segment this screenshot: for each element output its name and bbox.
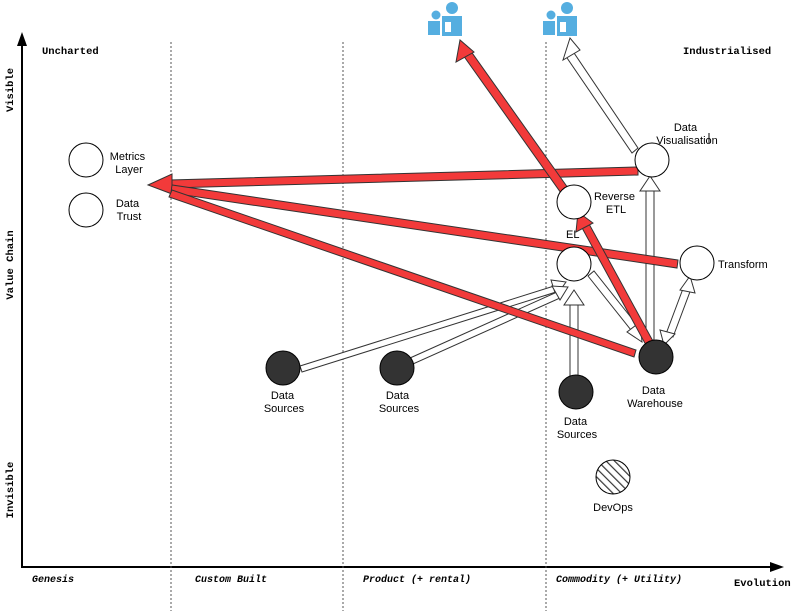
red-arrow-warehouse-to-metrics [168,189,637,358]
data-sources-3-node [558,374,594,410]
stage-product: Product (+ rental) [363,574,471,586]
y-axis-title: Value Chain [5,230,17,299]
arrow-ds3-to-el-head [563,289,585,306]
axes [17,32,784,572]
data-warehouse-label: Data Warehouse [627,385,683,410]
el-label: EL [566,229,579,241]
data-trust-label: Data Trust [116,198,142,223]
industrialised-label: Industrialised [683,46,771,58]
reverse-etl-node [556,184,592,220]
metrics-layer-label: Metrics Layer [110,151,149,176]
data-sources-2-node [379,350,415,386]
devops-label: DevOps [593,502,633,514]
transform-label: Transform [718,259,768,271]
red-arrow-datavis-to-metrics-head [146,173,173,195]
component-labels: Metrics Layer Data Trust Data Visualisat… [110,122,768,514]
user-group-icon [428,2,462,36]
data-sources-1-label: Data Sources [264,390,305,415]
x-axis-arrowhead [770,562,784,572]
arrow-ds1-to-el [299,285,557,373]
arrow-ds2-to-el-head [551,285,569,301]
arrow-datavis-to-user2-head [562,36,581,62]
data-trust-node [68,192,104,228]
x-axis-title: Evolution [734,578,791,590]
transform-node [679,245,715,281]
red-arrow-retl-to-user1-head [455,39,475,63]
red-arrows [146,39,679,358]
arrow-datavis-to-user2 [564,49,639,154]
y-axis-invisible: Invisible [5,462,17,519]
stage-genesis: Genesis [32,574,74,586]
data-visualisation-label: Data Visualisation [656,122,718,147]
y-axis-arrowhead [17,32,27,46]
uncharted-label: Uncharted [42,46,99,58]
arrow-transform-warehouse-head2 [659,329,676,346]
stage-commodity: Commodity (+ Utility) [556,574,682,586]
arrow-transform-warehouse [665,285,692,338]
data-sources-1-node [265,350,301,386]
red-arrow-warehouse-to-retl [580,221,655,348]
data-warehouse-node [638,339,674,375]
reverse-etl-label: Reverse ETL [594,191,638,216]
arrow-transform-warehouse-head1 [679,274,696,294]
metrics-layer-node [68,142,104,178]
red-arrow-datavis-to-metrics [169,166,639,189]
devops-node [595,459,631,495]
data-sources-3-label: Data Sources [557,416,598,441]
y-axis-visible: Visible [5,68,17,112]
arrow-ds3-to-el [569,301,579,377]
el-node [556,246,592,282]
data-sources-2-label: Data Sources [379,390,420,415]
stage-custom-built: Custom Built [195,574,267,586]
component-nodes [68,142,715,495]
data-visualisation-node [634,142,670,178]
user-group-icon [543,2,577,36]
arrow-warehouse-to-datavis-head [639,175,661,192]
